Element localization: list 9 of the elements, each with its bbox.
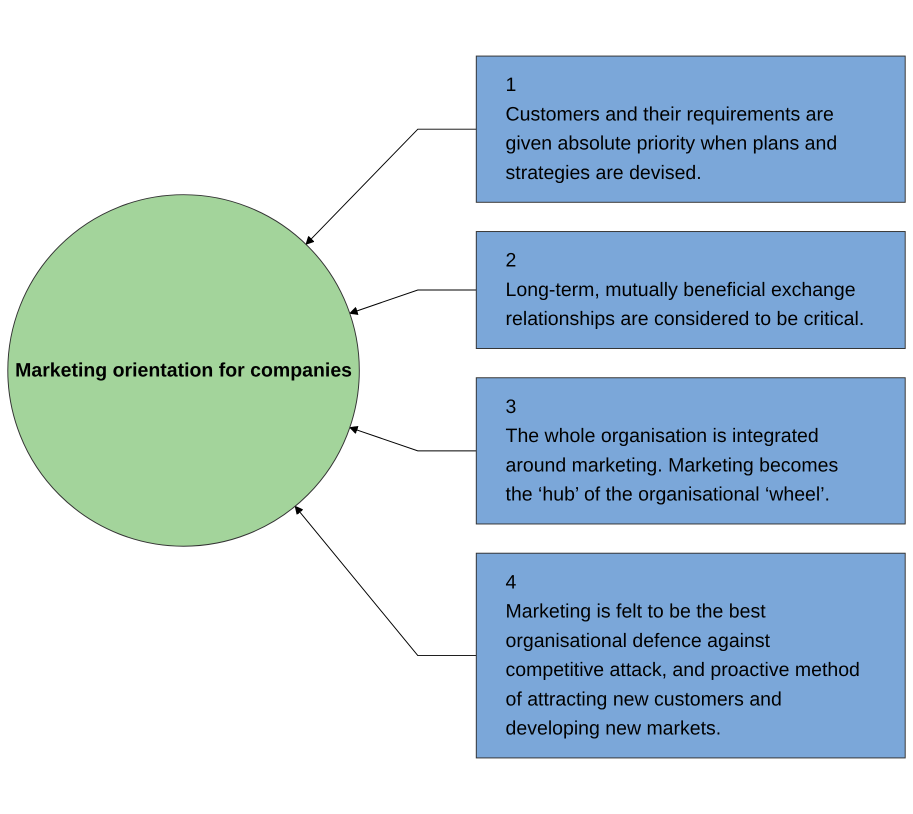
arrow — [306, 128, 477, 245]
arrow — [349, 426, 477, 452]
arrow — [349, 290, 477, 315]
node-box: 2 Long-term, mutually beneficial exchange relationships are considered to be critical. — [476, 231, 906, 349]
node-circle: Marketing orientation for companies — [7, 194, 360, 547]
node-box: 1 Customers and their requirements are given absolute priority when plans and strategies are devised. — [476, 56, 906, 203]
node-box: 4 Marketing is felt to be the best organisational defence against competitive attack, and proactive method of attracting new customers and developing new markets. — [476, 552, 906, 758]
node-box: 3 The whole organisation is integrated around marketing. Marketing becomes the ‘hub’ of the organisational ‘wheel’. — [476, 377, 906, 524]
arrow — [294, 506, 477, 656]
